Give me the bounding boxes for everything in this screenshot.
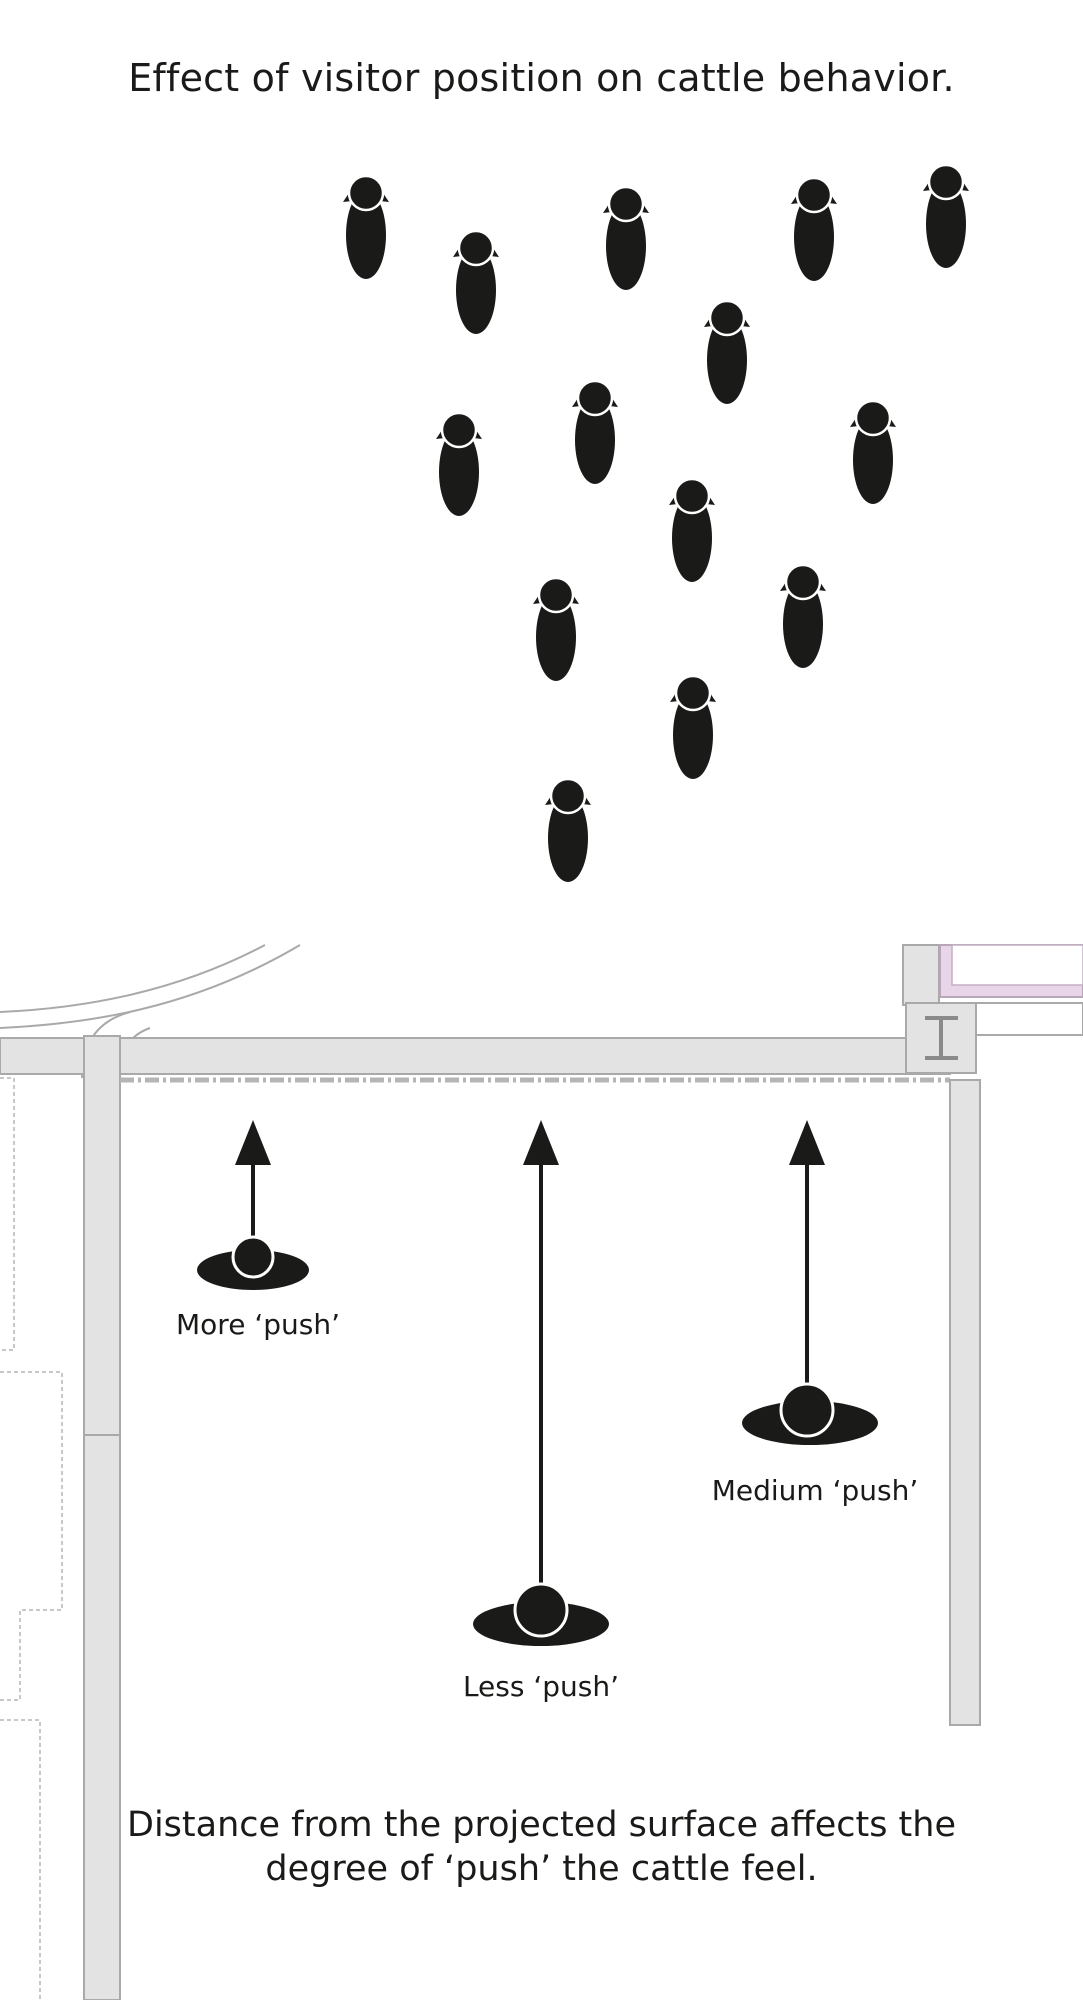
medium-push-label: Medium ‘push’: [711, 1474, 919, 1507]
cow-icon: [921, 163, 971, 270]
arrow-up-icon: [523, 1120, 559, 1165]
less-push-label: Less ‘push’: [462, 1670, 620, 1703]
arrow-up-icon: [235, 1120, 271, 1165]
visitor-icon: [513, 1582, 569, 1638]
cow-icon: [543, 777, 593, 884]
diagram-caption: Distance from the projected surface affe…: [0, 1803, 1083, 1891]
cattle-herd: [341, 163, 971, 884]
cow-icon: [702, 299, 752, 406]
floor-plan: [0, 944, 1083, 2000]
cow-icon: [668, 674, 718, 781]
cow-icon: [848, 399, 898, 506]
cow-icon: [451, 229, 501, 336]
cow-icon: [341, 174, 391, 281]
more-push-label: More ‘push’: [176, 1308, 340, 1341]
visitor-icon: [231, 1235, 275, 1279]
diagram-title: Effect of visitor position on cattle beh…: [128, 56, 955, 100]
visitor-more-push: [197, 1120, 309, 1290]
cow-icon: [434, 411, 484, 518]
cow-icon: [570, 379, 620, 486]
cow-icon: [778, 563, 828, 670]
cow-icon: [601, 185, 651, 292]
visitor-medium-push: [742, 1120, 878, 1445]
visitor-icon: [779, 1382, 835, 1438]
visitor-less-push: [473, 1120, 609, 1646]
caption-line-1: Distance from the projected surface affe…: [127, 1805, 956, 1845]
cow-icon: [667, 477, 717, 584]
cow-icon: [531, 576, 581, 683]
arrow-up-icon: [789, 1120, 825, 1165]
caption-line-2: degree of ‘push’ the cattle feel.: [265, 1849, 818, 1889]
cow-icon: [789, 176, 839, 283]
